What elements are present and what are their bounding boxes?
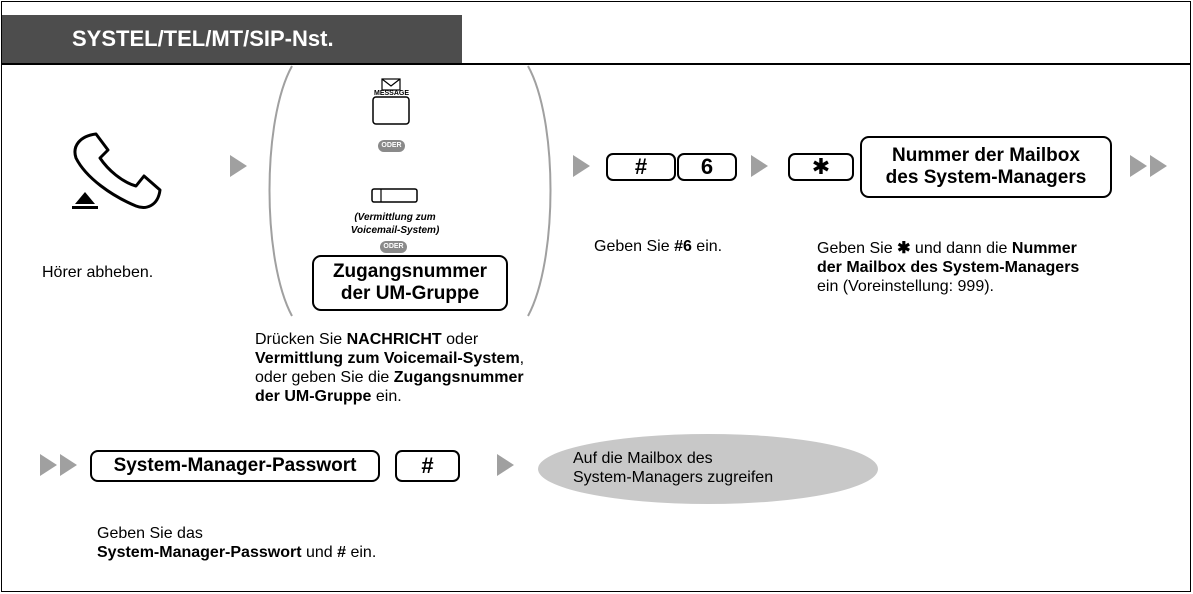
- star-key: ✱: [788, 153, 854, 181]
- star-icon: ✱: [897, 240, 911, 257]
- handset-off-hook-icon: [72, 132, 162, 209]
- message-key: [372, 96, 410, 125]
- password-box: System-Manager-Passwort: [90, 450, 380, 482]
- double-arrow-right-icon: [40, 454, 77, 476]
- double-arrow-right-icon: [1130, 155, 1167, 177]
- transfer-key-caption-line1: (Vermittlung zum: [354, 212, 436, 223]
- message-key-label: MESSAGE: [374, 90, 410, 97]
- access-number-box-line1: Zugangsnummer: [332, 261, 488, 282]
- right-parenthesis: [527, 65, 552, 317]
- transfer-key-caption-line2: Voicemail-System): [350, 225, 440, 236]
- step2-description: Drücken Sie NACHRICHT oder Vermittlung z…: [255, 331, 525, 405]
- transfer-key: [371, 188, 418, 203]
- step5-description: Geben Sie das System-Manager-Passwort un…: [97, 525, 377, 561]
- step3-description: Geben Sie #6 ein.: [594, 238, 723, 255]
- page-title: SYSTEL/TEL/MT/SIP-Nst.: [2, 15, 462, 63]
- mailbox-number-box-line2: des System-Managers: [885, 167, 1087, 188]
- step4-description: Geben Sie ✱ und dann die Nummer der Mail…: [817, 240, 1080, 295]
- arrow-right-icon: [230, 155, 247, 177]
- hash-key: #: [395, 450, 460, 482]
- header-divider: [2, 63, 1190, 65]
- mailbox-number-box-line1: Nummer der Mailbox: [892, 145, 1080, 166]
- mailbox-number-box: Nummer der Mailbox des System-Managers: [860, 136, 1112, 198]
- result-text: Auf die Mailbox des System-Managers zugr…: [573, 450, 774, 486]
- arrow-right-icon: [751, 155, 768, 177]
- arrow-right-icon: [497, 454, 514, 476]
- six-key: 6: [677, 153, 737, 181]
- hash-key: #: [606, 153, 676, 181]
- arrow-right-icon: [573, 155, 590, 177]
- access-number-box-line2: der UM-Gruppe: [340, 283, 480, 304]
- left-parenthesis: [268, 65, 293, 317]
- result-ellipse: [538, 434, 878, 504]
- access-number-box: Zugangsnummer der UM-Gruppe: [312, 255, 508, 311]
- step1-caption: Hörer abheben.: [42, 264, 154, 281]
- oder-badge: ODER: [380, 241, 407, 253]
- envelope-icon: [381, 78, 401, 91]
- oder-badge: ODER: [378, 140, 405, 152]
